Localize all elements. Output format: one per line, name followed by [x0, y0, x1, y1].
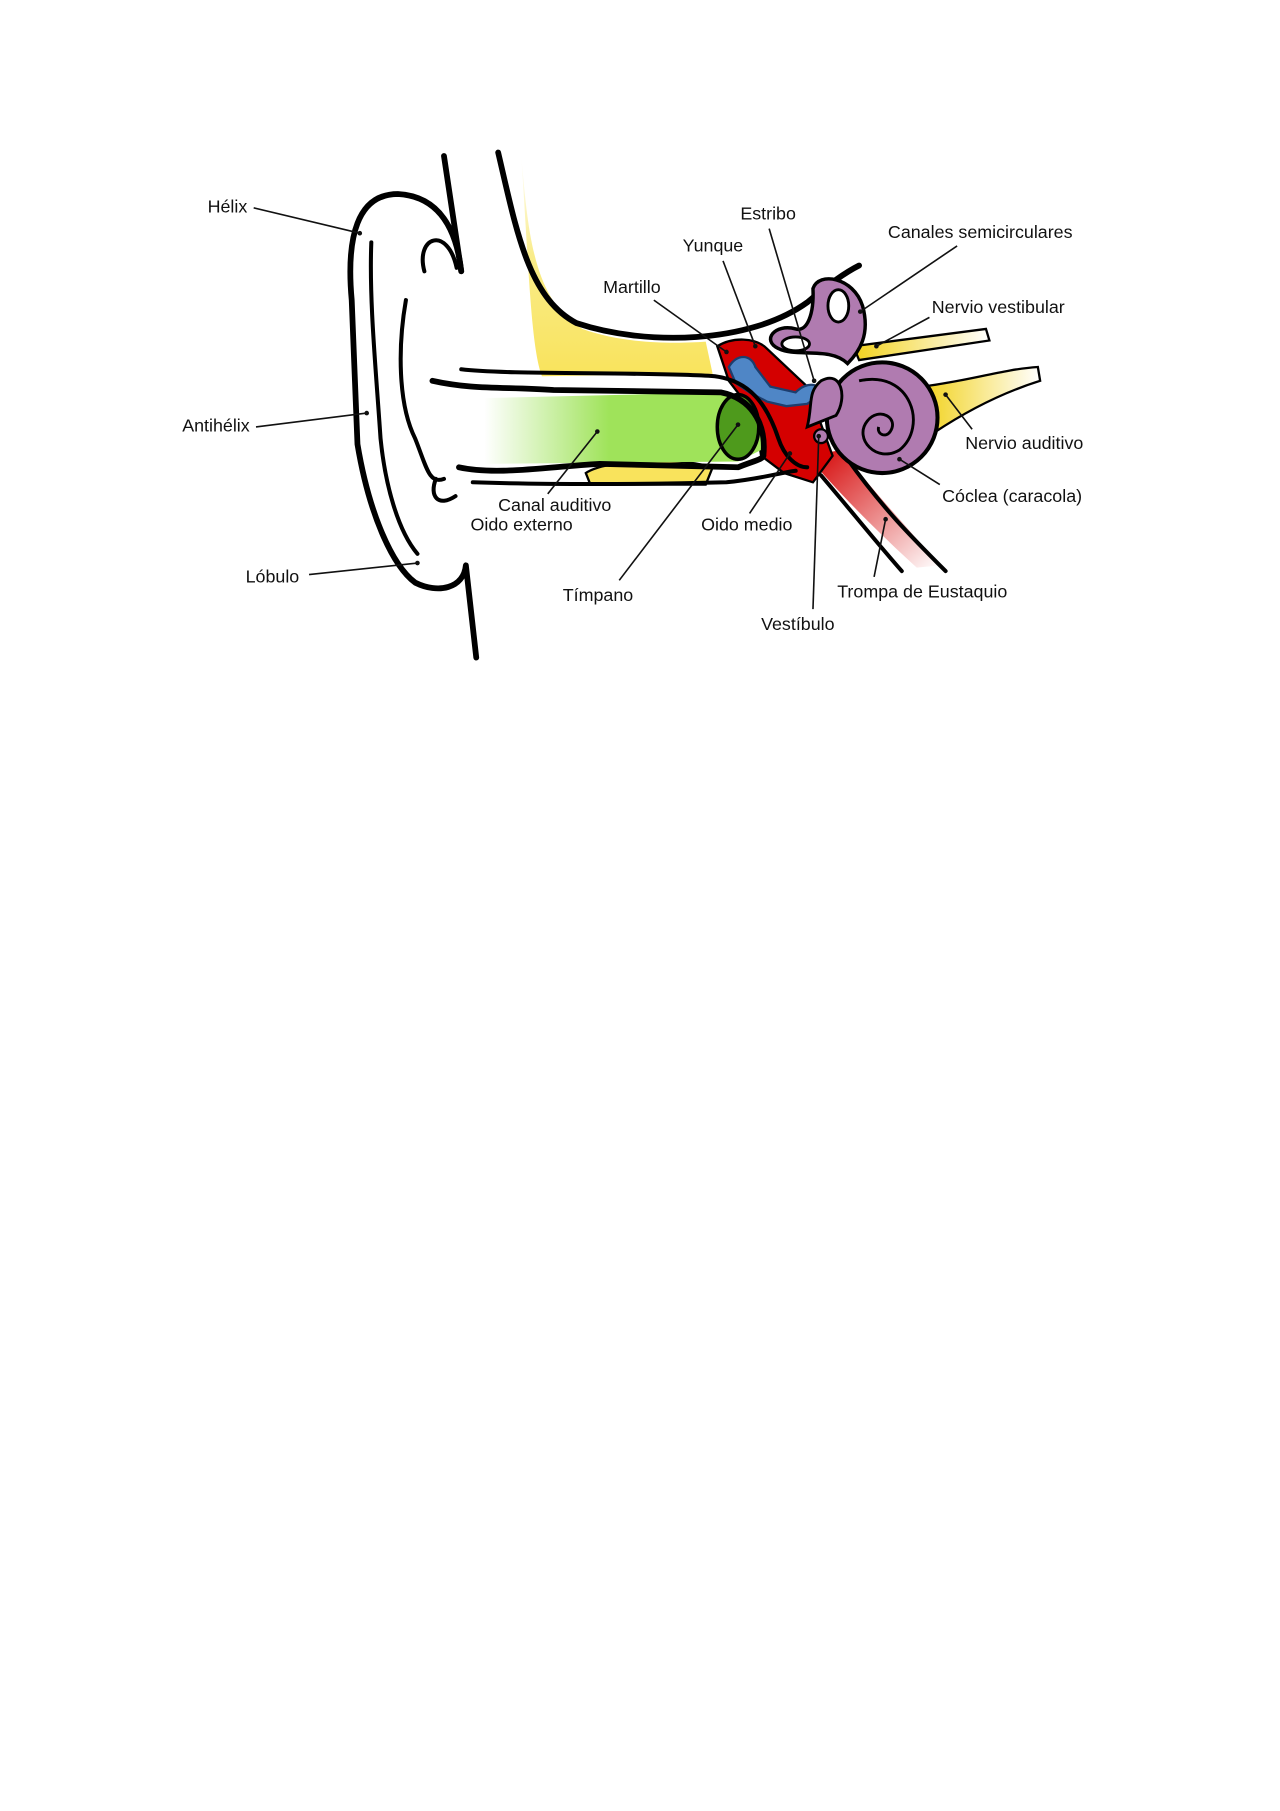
- cochlea-spiral: [858, 377, 915, 456]
- pinna-outline: [347, 191, 480, 661]
- temporal-bone-upper: [521, 155, 713, 377]
- label-vestibule: Vestíbulo: [761, 614, 835, 634]
- label-outer-ear: Oido externo: [470, 515, 572, 535]
- label-vestibular-nerve: Nervio vestibular: [932, 297, 1065, 317]
- ear-canal: [484, 392, 762, 464]
- label-canal: Canal auditivo: [498, 495, 611, 515]
- eustachian-tube: [807, 450, 940, 568]
- leader-lines: [253, 207, 973, 610]
- label-lobule: Lóbulo: [246, 567, 300, 587]
- eardrum-shape: [715, 392, 761, 461]
- label-auditory-nerve: Nervio auditivo: [965, 433, 1083, 453]
- label-cochlea: Cóclea (caracola): [942, 486, 1082, 506]
- label-middle-ear: Oido medio: [701, 515, 792, 535]
- label-helix: Hélix: [208, 196, 248, 216]
- label-semicircular: Canales semicirculares: [888, 222, 1073, 242]
- label-eardrum: Tímpano: [563, 585, 634, 605]
- label-malleus: Martillo: [603, 277, 661, 297]
- semicircular-canals: [769, 277, 867, 366]
- ossicles: [727, 355, 823, 408]
- label-incus: Yunque: [683, 236, 744, 256]
- auditory-nerve: [921, 365, 1042, 435]
- label-stapes: Estribo: [740, 203, 796, 223]
- vestibular-nerve: [851, 327, 991, 362]
- label-eustachian: Trompa de Eustaquio: [837, 582, 1007, 602]
- label-antihelix: Antihélix: [182, 416, 250, 436]
